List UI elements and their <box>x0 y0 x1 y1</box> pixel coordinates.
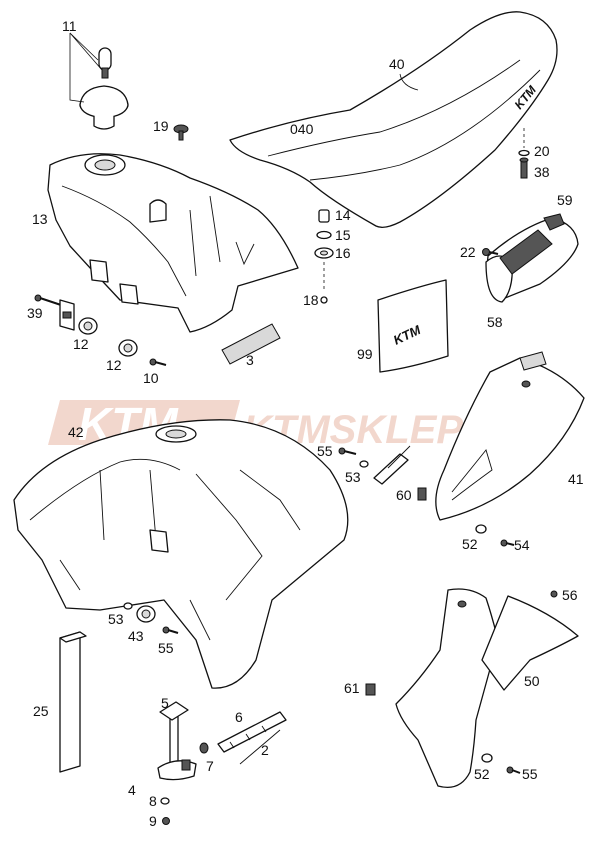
label-040: 040 <box>290 121 314 137</box>
label-7: 7 <box>206 758 214 774</box>
label-3: 3 <box>246 352 254 368</box>
screw-10[interactable] <box>149 358 167 366</box>
label-55b: 55 <box>158 640 174 656</box>
label-52b: 52 <box>474 766 490 782</box>
side-panel-41[interactable] <box>435 351 585 521</box>
label-55c: 55 <box>522 766 538 782</box>
label-60: 60 <box>396 487 412 503</box>
rubber-bushing-12b[interactable] <box>118 339 138 357</box>
label-11: 11 <box>62 18 77 34</box>
spring-2[interactable] <box>239 729 281 765</box>
foam-strip-25[interactable] <box>59 631 87 773</box>
label-19: 19 <box>153 118 169 134</box>
o-ring-8[interactable] <box>160 797 170 805</box>
label-9: 9 <box>149 813 157 829</box>
upper-fuel-tank[interactable] <box>47 153 299 333</box>
screw-19[interactable] <box>173 124 189 141</box>
label-58: 58 <box>487 314 503 330</box>
screw-55b[interactable] <box>162 626 179 634</box>
label-5: 5 <box>161 695 169 711</box>
screw-22[interactable] <box>482 248 499 256</box>
label-40: 40 <box>389 56 405 72</box>
bolt-38[interactable] <box>519 157 529 179</box>
tool-bag[interactable] <box>485 213 579 303</box>
label-20: 20 <box>534 143 550 159</box>
label-55a: 55 <box>317 443 333 459</box>
seat[interactable]: KTM <box>229 11 558 228</box>
washer-52a[interactable] <box>475 524 487 534</box>
bracket-39[interactable] <box>59 299 75 331</box>
leader-11 <box>69 32 103 103</box>
part-labels: 11 19 40 040 20 38 13 14 15 16 59 22 18 … <box>27 18 584 829</box>
label-12a: 12 <box>73 336 89 352</box>
screw-55a[interactable] <box>338 447 357 455</box>
label-99: 99 <box>357 346 373 362</box>
label-53a: 53 <box>345 469 361 485</box>
screw-56[interactable] <box>550 590 558 598</box>
label-12b: 12 <box>106 357 122 373</box>
washer-52b[interactable] <box>481 753 493 763</box>
rubber-bushing-12a[interactable] <box>78 317 98 335</box>
label-25: 25 <box>33 703 49 719</box>
label-42: 42 <box>68 424 84 440</box>
sticker-strip-3[interactable] <box>221 323 281 365</box>
label-56: 56 <box>562 587 578 603</box>
filter-cap-5[interactable] <box>159 701 189 721</box>
screw-9[interactable] <box>162 817 170 825</box>
bolt-14[interactable] <box>318 209 330 223</box>
label-54: 54 <box>514 537 530 553</box>
washer-15[interactable] <box>316 230 332 240</box>
fuel-tap-4[interactable] <box>157 709 197 781</box>
label-22: 22 <box>460 244 476 260</box>
label-59: 59 <box>557 192 573 208</box>
label-14: 14 <box>335 207 351 223</box>
label-10: 10 <box>143 370 159 386</box>
label-53b: 53 <box>108 611 124 627</box>
main-fuel-tank[interactable] <box>13 419 349 689</box>
bushing-43[interactable] <box>136 605 156 623</box>
label-18: 18 <box>303 292 319 308</box>
washer-53b[interactable] <box>123 602 133 610</box>
washer-53a[interactable] <box>359 460 369 468</box>
washer-20[interactable] <box>518 149 530 157</box>
label-15: 15 <box>335 227 351 243</box>
leader-40 <box>399 73 419 91</box>
fuel-hose-6[interactable] <box>217 711 287 753</box>
side-panel-50[interactable] <box>395 588 579 789</box>
label-16: 16 <box>335 245 351 261</box>
fuel-cap-with-key[interactable] <box>79 47 129 130</box>
label-6: 6 <box>235 709 243 725</box>
ktm-decal-99[interactable]: KTM <box>377 279 449 373</box>
label-39: 39 <box>27 305 43 321</box>
hose-clamp-7[interactable] <box>199 742 209 754</box>
label-50: 50 <box>524 673 540 689</box>
label-52a: 52 <box>462 536 478 552</box>
label-4: 4 <box>128 782 136 798</box>
label-8: 8 <box>149 793 157 809</box>
screw-55c[interactable] <box>506 766 521 774</box>
clip-60[interactable] <box>417 487 427 501</box>
clip-61[interactable] <box>365 683 376 696</box>
label-61: 61 <box>344 680 360 696</box>
label-41: 41 <box>568 471 584 487</box>
grommet-16[interactable] <box>314 247 334 259</box>
label-2: 2 <box>261 742 269 758</box>
screw-54[interactable] <box>500 539 515 547</box>
label-38: 38 <box>534 164 550 180</box>
label-43: 43 <box>128 628 144 644</box>
label-13: 13 <box>32 211 48 227</box>
mounting-bracket[interactable] <box>373 445 411 485</box>
nut-18[interactable] <box>320 296 328 304</box>
